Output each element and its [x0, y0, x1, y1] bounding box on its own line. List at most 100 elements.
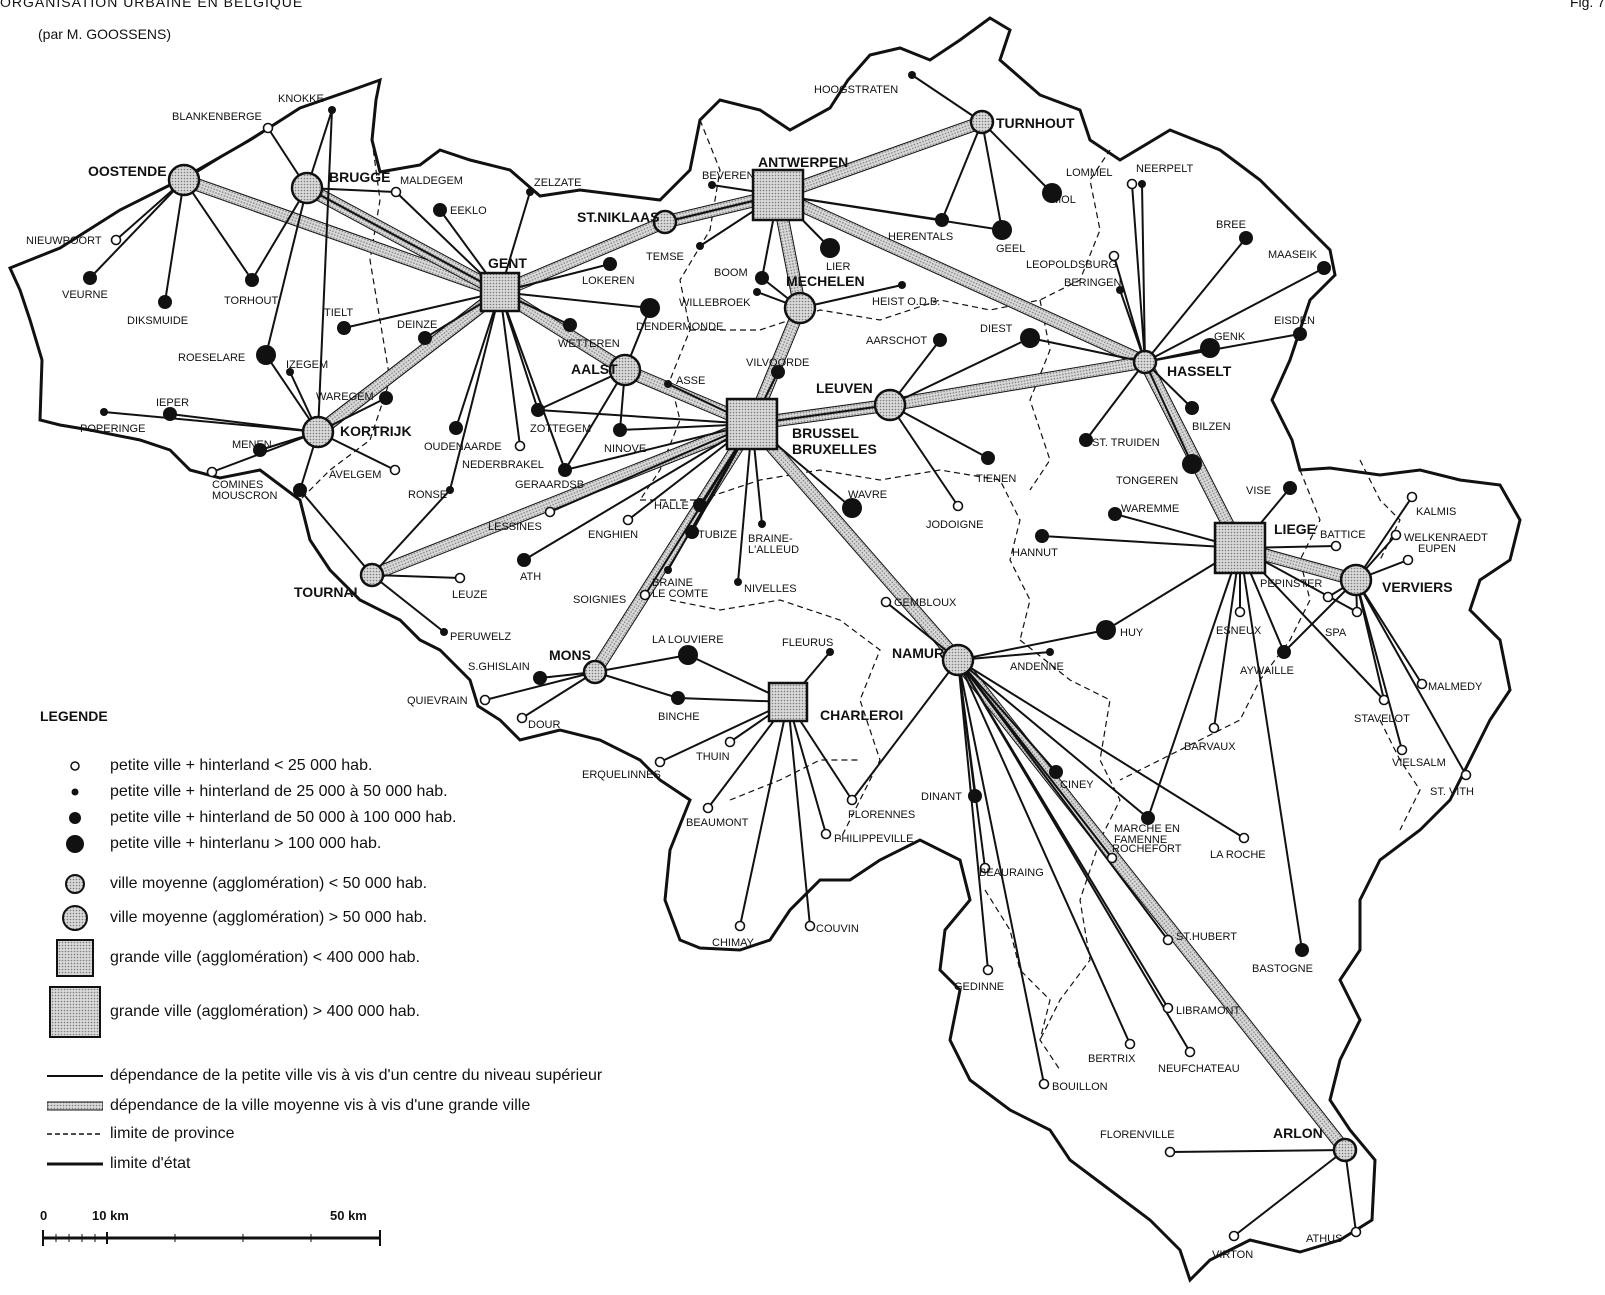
city-symbol-bouillon: [1038, 1078, 1050, 1090]
dependency-links: [89, 74, 1467, 1237]
city-label-libramont: LIBRAMONT: [1176, 1005, 1240, 1017]
city-symbol-veurne: [83, 271, 97, 285]
symbol-band-icon: [40, 1101, 110, 1111]
city-symbol-tubize: [685, 525, 699, 539]
city-label-gembloux: GEMBLOUX: [894, 597, 957, 609]
symbol-state-icon: [40, 1161, 110, 1167]
city-label-oudenaarde: OUDENAARDE: [424, 441, 502, 453]
legend-item-band: dépendance de la ville moyenne vis à vis…: [40, 1094, 530, 1118]
city-symbol-zelzate: [526, 188, 534, 196]
legend-item-small1: petite ville + hinterland < 25 000 hab.: [40, 754, 372, 778]
city-label-lalouviere: LA LOUVIERE: [652, 634, 724, 646]
city-symbol-binche: [671, 691, 685, 705]
city-label-spa: SPA: [1325, 627, 1347, 639]
city-label-temse: TEMSE: [646, 251, 684, 263]
city-symbol-aarschot: [933, 333, 947, 347]
city-symbol-quievrain: [479, 694, 491, 706]
city-symbol-barvaux: [1208, 722, 1220, 734]
dependency-link-turnhout-geel: [981, 121, 1003, 231]
city-label-heist: HEIST O.D.B.: [872, 296, 940, 308]
city-symbol-brugge: [290, 171, 324, 205]
city-symbol-liege: [1213, 521, 1267, 575]
city-label-esneux: ESNEUX: [1216, 625, 1262, 637]
city-symbol-bree: [1239, 231, 1253, 245]
legend-label: petite ville + hinterland < 25 000 hab.: [110, 757, 373, 774]
city-label-antwerpen: ANTWERPEN: [758, 154, 848, 170]
city-label-zelzate: ZELZATE: [534, 177, 581, 189]
city-label-battice: BATTICE: [1320, 529, 1366, 541]
city-label-pepinster: PEPINSTER: [1260, 578, 1322, 590]
city-symbol-wetteren: [563, 318, 577, 332]
city-label-nivelles: NIVELLES: [744, 583, 797, 595]
city-label-mechelen: MECHELEN: [786, 273, 865, 289]
city-symbol-vilvoorde: [771, 365, 785, 379]
dependency-link-brussel-geraardsb: [564, 423, 753, 471]
city-label-ath: ATH: [520, 571, 541, 583]
city-symbol-mouscron2: [293, 483, 307, 497]
city-symbol-diksmuide: [158, 295, 172, 309]
city-label-namur: NAMUR: [892, 645, 944, 661]
city-label-beauraing: BEAURAING: [979, 867, 1044, 879]
legend-label: petite ville + hinterland de 50 000 à 10…: [110, 809, 457, 826]
city-symbol-lommel: [1126, 178, 1138, 190]
city-symbol-torhout: [245, 273, 259, 287]
city-symbol-gedinne: [982, 964, 994, 976]
dependency-link-gent-oudenaarde: [455, 291, 501, 429]
dependency-link-charleroi-chimay: [739, 701, 789, 927]
city-label-veurne: VEURNE: [62, 289, 108, 301]
dependency-link-liege-bastogne: [1239, 547, 1303, 951]
city-label-tielt: TIELT: [324, 307, 353, 319]
dependency-link-charleroi-philippeville: [787, 701, 827, 835]
map-title: ORGANISATION URBAINE EN BELGIQUE: [0, 0, 304, 10]
city-label-asse: ASSE: [676, 375, 705, 387]
legend-item-province: limite de province: [40, 1122, 235, 1146]
city-symbol-thuin: [724, 736, 736, 748]
city-symbol-wavre: [842, 498, 862, 518]
legend-label: ville moyenne (agglomération) > 50 000 h…: [110, 909, 428, 926]
city-symbol-hoogstraten: [908, 71, 916, 79]
dependency-link-antwerpen-geel: [777, 194, 1003, 231]
city-label-halle: HALLE: [654, 500, 689, 512]
city-symbol-lalouviere: [678, 645, 698, 665]
city-symbol-maldegem: [390, 186, 402, 198]
city-label-bertrix: BERTRIX: [1088, 1053, 1136, 1065]
city-symbol-herentals: [935, 213, 949, 227]
city-symbol-huy: [1096, 620, 1116, 640]
city-symbol-beauraing: [979, 862, 991, 874]
dependency-link-verviers-vielsalm: [1355, 579, 1403, 751]
city-symbol-marche: [1141, 811, 1155, 825]
city-symbol-ieper: [163, 407, 177, 421]
dependency-link-liege-hannut: [1041, 535, 1241, 549]
dependency-link-leuven-jodoigne: [889, 404, 959, 507]
dependency-link-tournai-ronse: [371, 489, 451, 576]
city-symbol-lessines: [544, 506, 556, 518]
dependency-link-hasselt-sttruiden: [1085, 361, 1146, 441]
city-symbol-avelgem: [389, 464, 401, 476]
symbol-small2-icon: [40, 785, 110, 799]
dependency-link-namur-ciney: [957, 659, 1057, 773]
city-label-stavelot: STAVELOT: [1354, 713, 1410, 725]
city-label-waremme: WAREMME: [1121, 503, 1179, 515]
city-label-peruwelz: PERUWELZ: [450, 631, 511, 643]
city-symbol-couvin: [804, 920, 816, 932]
city-label-maaseik: MAASEIK: [1268, 249, 1318, 261]
dependency-link-gent-dendermonde: [499, 291, 651, 309]
city-label-leopoldsburg: LEOPOLDSBURG: [1026, 259, 1117, 271]
city-label-eeklo: EEKLO: [450, 205, 487, 217]
city-label-hoogstraten: HOOGSTRATEN: [814, 84, 898, 96]
city-symbol-willebroek: [753, 288, 761, 296]
city-label-beveren: BEVEREN: [702, 170, 755, 182]
dependency-link-oostende-blankenberge: [183, 127, 269, 181]
city-label-stvith: ST. VITH: [1430, 786, 1474, 798]
legend-label: petite ville + hinterlanu > 100 000 hab.: [110, 835, 382, 852]
dependency-link-hasselt-lommel: [1131, 183, 1146, 363]
city-label-athus: ATHUS: [1306, 1233, 1342, 1245]
dependency-link-brugge-gent: [306, 187, 501, 293]
dependency-bands: [181, 115, 1359, 1155]
city-label-sghislain: S.GHISLAIN: [468, 661, 530, 673]
symbol-small1-icon: [40, 759, 110, 773]
city-label-malmedy: MALMEDY: [1428, 681, 1483, 693]
